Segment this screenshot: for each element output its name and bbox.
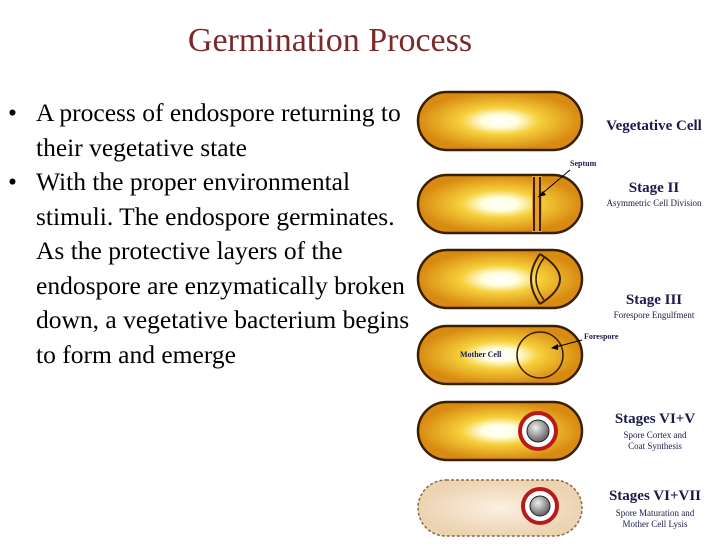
- label-mother-cell: Mother Cell: [460, 350, 502, 359]
- bullet-text-2: With the proper environmental stimuli. T…: [36, 167, 410, 369]
- sublabel-stage-iii: Forespore Engulfment: [614, 310, 695, 320]
- label-stages-vi-vii: Stages VI+VII: [609, 488, 701, 504]
- bullet-text-1: A process of endospore returning to thei…: [36, 98, 401, 162]
- cell-forespore: Forespore Mother Cell: [416, 324, 619, 386]
- label-septum: Septum: [570, 159, 597, 168]
- slide-title: Germination Process: [187, 22, 473, 59]
- cell-stages-vi-vii: Stages VI+VII Spore Maturation and Mothe…: [417, 479, 701, 537]
- sublabel-stage-ii: Asymmetric Cell Division: [607, 198, 702, 208]
- label-forespore: Forespore: [584, 332, 619, 341]
- cell-stages-vi-v: Stages VI+V Spore Cortex and Coat Synthe…: [416, 400, 696, 462]
- bullet-item-1: • A process of endospore returning to th…: [4, 96, 416, 165]
- cell-stage-ii: Septum Stage II Asymmetric Cell Division: [416, 159, 702, 235]
- label-stage-iii: Stage III: [626, 292, 682, 308]
- sublabel-stages-vi-vii-2: Mother Cell Lysis: [623, 519, 688, 529]
- cell-stage-iii: Stage III Forespore Engulfment: [416, 248, 695, 320]
- cell-vegetative: Vegetative Cell: [416, 90, 702, 152]
- sublabel-stages-vi-v-2: Coat Synthesis: [628, 441, 682, 451]
- bullet-dot: •: [8, 98, 17, 127]
- bullet-item-2: • With the proper environmental stimuli.…: [4, 165, 416, 372]
- sublabel-stages-vi-vii-1: Spore Maturation and: [616, 508, 695, 518]
- bullet-dot: •: [8, 167, 17, 196]
- bullet-list: • A process of endospore returning to th…: [4, 96, 416, 372]
- sublabel-stages-vi-v-1: Spore Cortex and: [624, 430, 687, 440]
- label-vegetative-cell: Vegetative Cell: [606, 118, 702, 134]
- label-stage-ii: Stage II: [629, 180, 680, 196]
- label-stages-vi-v: Stages VI+V: [615, 411, 696, 427]
